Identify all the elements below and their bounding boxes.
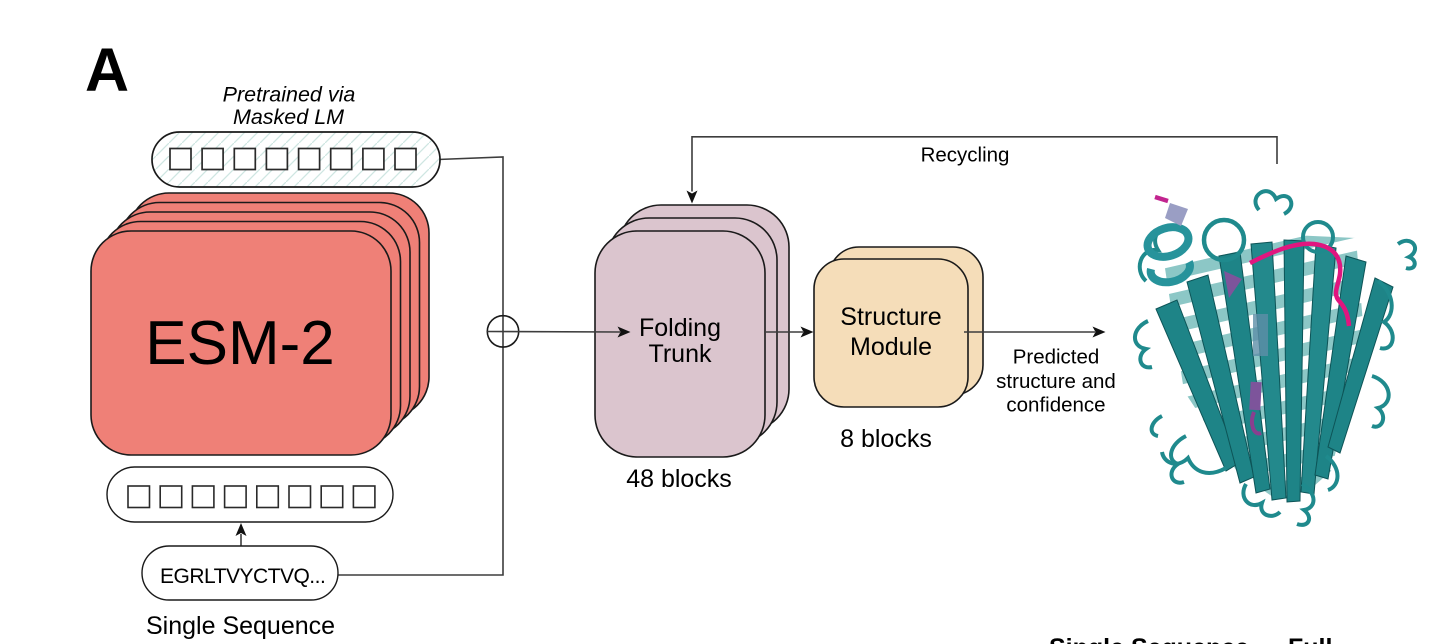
svg-text:Single Sequence: Single Sequence xyxy=(146,612,335,640)
svg-text:Pretrained via: Pretrained via xyxy=(223,82,356,106)
svg-text:Recycling: Recycling xyxy=(921,143,1010,166)
svg-text:Folding: Folding xyxy=(639,314,721,342)
svg-text:Module: Module xyxy=(850,333,932,361)
svg-text:confidence: confidence xyxy=(1006,393,1105,416)
svg-text:A: A xyxy=(85,36,129,104)
svg-text:Structure: Structure xyxy=(840,303,941,331)
svg-text:Single Sequence: Single Sequence xyxy=(1049,634,1249,644)
svg-text:ESM-2: ESM-2 xyxy=(145,309,334,378)
svg-text:EGRLTVYCTVQ...: EGRLTVYCTVQ... xyxy=(160,565,325,588)
svg-text:structure and: structure and xyxy=(996,370,1116,393)
svg-text:Trunk: Trunk xyxy=(649,340,712,368)
svg-text:8 blocks: 8 blocks xyxy=(840,425,932,453)
svg-text:Full: Full xyxy=(1288,634,1332,644)
svg-text:Masked LM: Masked LM xyxy=(233,105,344,129)
svg-text:48 blocks: 48 blocks xyxy=(626,465,732,493)
svg-text:Predicted: Predicted xyxy=(1013,346,1100,369)
